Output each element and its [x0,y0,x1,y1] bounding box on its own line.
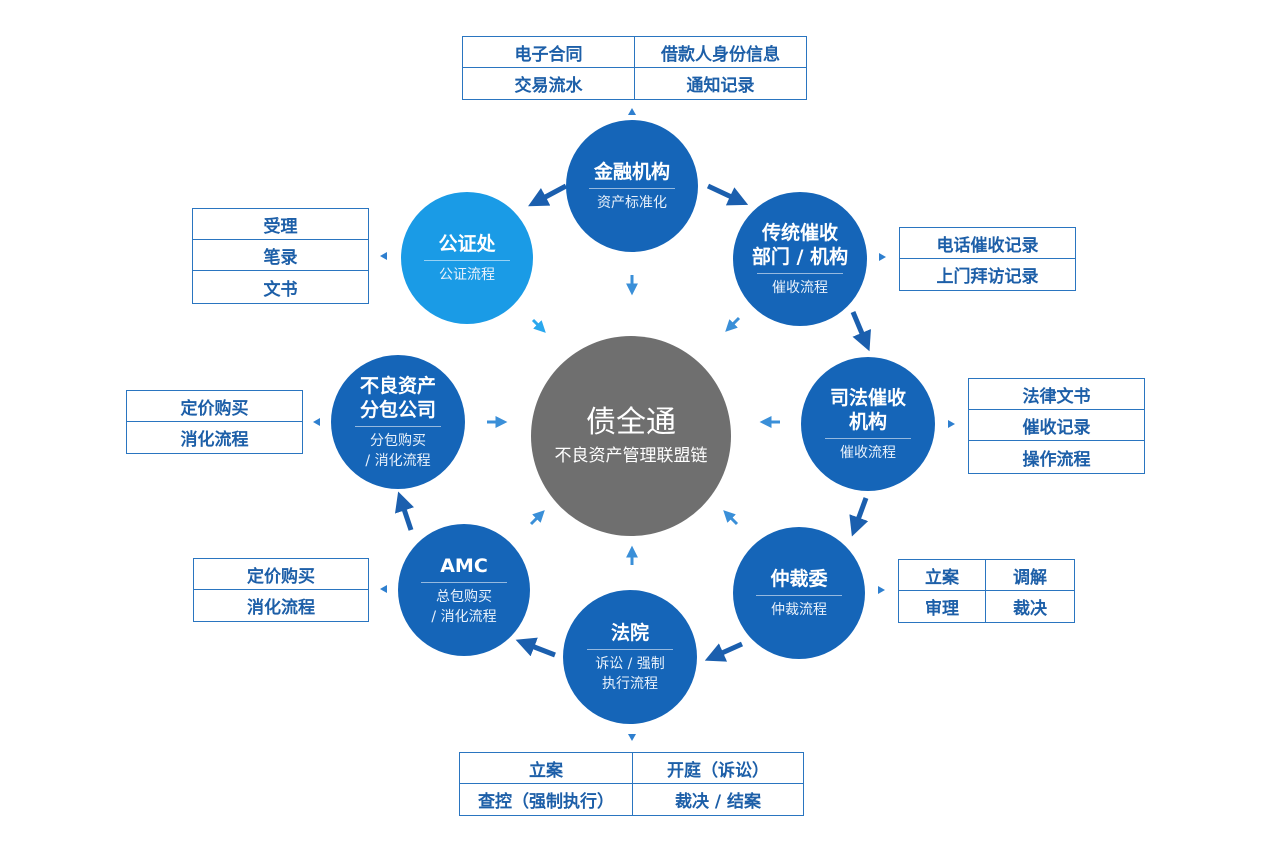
box-cell: 催收记录 [969,410,1144,441]
box-collection: 电话催收记录 上门拜访记录 [899,227,1076,291]
node-subcontract: 不良资产 分包公司 分包购买 / 消化流程 [331,355,465,489]
arrow-amc-to-center [529,510,545,526]
node-arbitration-subtitle: 仲裁流程 [771,601,827,618]
node-judicial: 司法催收 机构 催收流程 [801,357,935,491]
arrow-finance-to-collection [706,183,749,206]
box-court: 立案 开庭（诉讼） 查控（强制执行） 裁决 / 结案 [459,752,804,816]
arrow-finance-to-notary [528,183,568,207]
arrow-to-subcontract-box [313,418,320,426]
arrow-judicial-to-arbitration [849,497,869,537]
node-notary-subtitle: 公证流程 [439,266,495,283]
arrow-collection-to-judicial [850,311,871,352]
box-cell: 笔录 [193,240,368,271]
box-arbitration: 立案 调解 审理 裁决 [898,559,1075,623]
box-cell: 查控（强制执行） [460,784,633,815]
box-judicial: 法律文书 催收记录 操作流程 [968,378,1145,474]
node-divider [589,187,675,189]
node-notary-title: 公证处 [438,232,496,255]
box-cell: 操作流程 [1022,449,1091,470]
node-subcontract-title: 不良资产 分包公司 [359,374,436,421]
arrow-amc-to-subcontract [394,491,414,531]
box-cell: 借款人身份信息 [635,37,806,68]
center-node: 债全通 不良资产管理联盟链 [531,336,731,536]
node-subcontract-subtitle: 分包购买 / 消化流程 [365,432,431,469]
center-title: 债全通 [586,405,676,440]
node-amc-subtitle: 总包购买 / 消化流程 [431,588,497,625]
node-arbitration: 仲裁委 仲裁流程 [733,527,865,659]
center-subtitle: 不良资产管理联盟链 [554,446,708,466]
box-cell: 受理 [193,209,368,240]
node-amc: AMC 总包购买 / 消化流程 [398,524,530,656]
box-cell: 消化流程 [180,430,249,450]
box-cell: 定价购买 [127,391,302,422]
node-divider [424,259,510,261]
arrow-arbitration-to-court [704,641,744,662]
box-cell: 开庭（诉讼） [633,753,803,784]
node-divider [757,272,843,274]
box-cell: 裁决 [1013,599,1047,619]
node-judicial-title: 司法催收 机构 [829,386,906,433]
arrow-to-amc-box [380,585,387,593]
node-arbitration-title: 仲裁委 [770,567,828,590]
node-collection: 传统催收 部门 / 机构 催收流程 [733,192,867,326]
node-court: 法院 诉讼 / 强制 执行流程 [563,590,697,724]
node-judicial-subtitle: 催收流程 [840,444,896,461]
box-cell: 消化流程 [247,598,315,618]
node-collection-subtitle: 催收流程 [772,279,828,296]
arrow-collection-to-center [725,316,741,332]
arrow-to-court-box [628,734,636,741]
box-cell: 上门拜访记录 [936,267,1039,287]
box-cell: 审理 [899,591,986,622]
box-cell: 法律文书 [969,379,1144,410]
arrow-to-finance-box [628,108,636,115]
box-subcontract: 定价购买 消化流程 [126,390,303,454]
node-finance-title: 金融机构 [593,160,670,183]
box-cell: 立案 [460,753,633,784]
arrow-notary-to-center [531,318,546,333]
box-cell: 通知记录 [686,76,755,96]
node-divider [421,581,507,583]
box-cell: 文书 [263,279,298,300]
node-court-title: 法院 [610,621,649,644]
box-finance: 电子合同 借款人身份信息 交易流水 通知记录 [462,36,807,100]
box-cell: 裁决 / 结案 [674,792,762,812]
node-amc-title: AMC [440,554,488,577]
box-cell: 立案 [899,560,986,591]
node-finance-subtitle: 资产标准化 [597,194,667,211]
box-notary: 受理 笔录 文书 [192,208,369,304]
arrow-to-arbitration-box [878,586,885,594]
arrow-to-notary-box [380,252,387,260]
node-collection-title: 传统催收 部门 / 机构 [751,221,849,268]
node-divider [756,594,842,596]
box-cell: 调解 [986,560,1074,591]
box-cell: 定价购买 [194,559,368,590]
node-divider [587,648,673,650]
box-cell: 电子合同 [463,37,635,68]
arrow-court-to-amc [515,637,556,658]
node-finance: 金融机构 资产标准化 [566,120,698,252]
node-court-subtitle: 诉讼 / 强制 执行流程 [595,655,665,692]
box-cell: 电话催收记录 [900,228,1075,259]
arrow-to-judicial-box [948,420,955,428]
arrow-arbitration-to-center [723,510,739,526]
box-amc: 定价购买 消化流程 [193,558,369,622]
arrow-to-collection-box [879,253,886,261]
node-divider [825,437,911,439]
node-notary: 公证处 公证流程 [401,192,533,324]
node-divider [355,425,441,427]
box-cell: 交易流水 [463,68,635,99]
